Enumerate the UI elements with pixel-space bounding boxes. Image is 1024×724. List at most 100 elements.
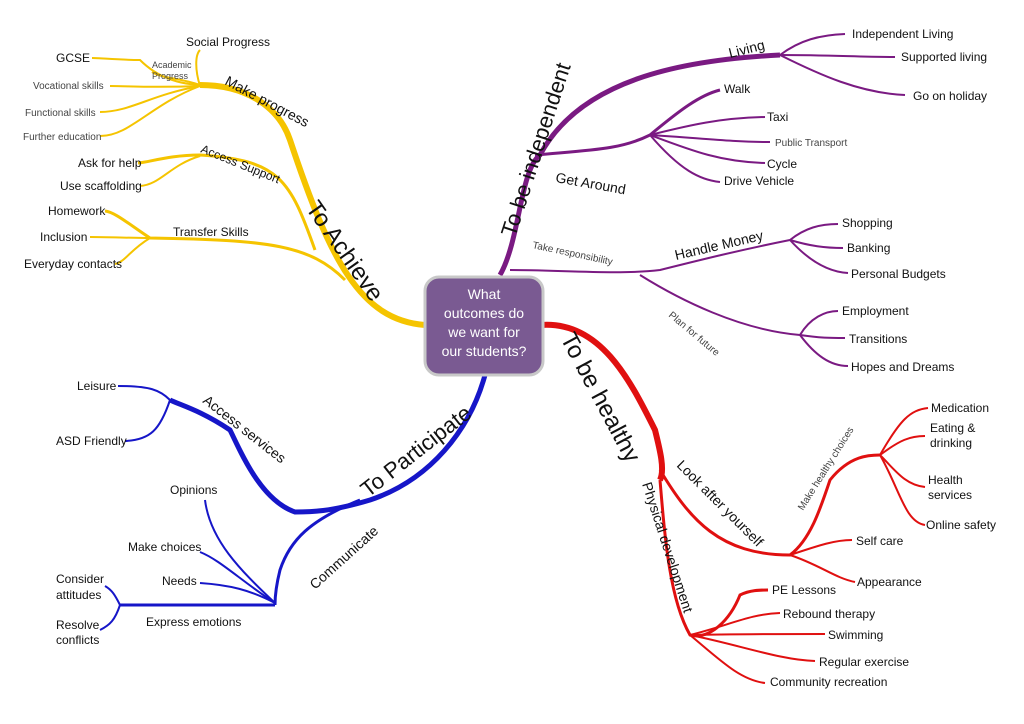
branch-line [539, 321, 666, 482]
label-eating-line-1: Eating & [930, 421, 975, 435]
center-line-4: our students? [442, 343, 527, 359]
label-transfer-skills: Transfer Skills [173, 225, 249, 239]
twig-line [789, 239, 849, 274]
label-banking: Banking [847, 241, 890, 255]
twig-line [104, 209, 347, 282]
label-asd-friendly: ASD Friendly [56, 434, 127, 448]
label-everyday-contacts: Everyday contacts [24, 257, 122, 271]
label-functional-skills: Functional skills [25, 108, 96, 119]
branch-line [497, 52, 781, 277]
label-make-progress: Make progress [223, 73, 312, 131]
twig-line [273, 498, 361, 606]
twig-line [689, 633, 826, 636]
label-regular-exercise: Regular exercise [819, 655, 909, 669]
twig-line [689, 634, 816, 662]
label-make-healthy-choices: Make healthy choices [796, 425, 856, 512]
label-consider-line-2: attitudes [56, 588, 101, 602]
label-self-care: Self care [856, 534, 904, 548]
label-pe-lessons: PE Lessons [772, 583, 836, 597]
label-to-participate: To Participate [356, 400, 476, 502]
twig-line [779, 54, 906, 96]
label-look-after-yourself: Look after yourself [674, 457, 767, 550]
label-appearance: Appearance [857, 575, 922, 589]
label-ask-for-help: Ask for help [78, 156, 142, 170]
twig-line [91, 57, 206, 86]
label-employment: Employment [842, 304, 909, 318]
label-walk: Walk [724, 82, 751, 96]
twig-line [99, 85, 201, 113]
label-needs: Needs [162, 574, 197, 588]
label-transitions: Transitions [849, 332, 907, 346]
label-academic-line-1: Academic [152, 60, 192, 70]
twig-line [689, 634, 766, 684]
label-supported-living: Supported living [901, 50, 987, 64]
label-swimming: Swimming [828, 628, 883, 642]
label-eating-line-2: drinking [930, 436, 972, 450]
center-line-2: outcomes do [444, 305, 524, 321]
branch-to-be-independent [497, 33, 906, 367]
label-leisure: Leisure [77, 379, 117, 393]
twig-line [137, 153, 317, 251]
twig-line [658, 453, 881, 557]
label-communicate: Communicate [306, 522, 381, 592]
label-taxi: Taxi [767, 110, 788, 124]
label-consider-line-1: Consider [56, 572, 104, 586]
twig-line [879, 435, 926, 456]
twig-line [109, 85, 201, 88]
label-academic-line-2: Progress [152, 71, 189, 81]
twig-line [789, 239, 844, 249]
label-physical-development: Physical development [639, 480, 696, 615]
label-express-emotions: Express emotions [146, 615, 241, 629]
twig-line [199, 551, 276, 604]
label-further-education: Further education [23, 132, 101, 143]
twig-line [199, 582, 276, 604]
label-to-achieve: To Achieve [300, 196, 389, 307]
twig-line [779, 54, 896, 58]
twig-line [799, 334, 846, 339]
label-to-be-independent: To be independent [496, 60, 576, 240]
twig-line [879, 407, 929, 456]
twig-line [151, 71, 201, 86]
twig-line [204, 499, 276, 604]
label-make-choices: Make choices [128, 540, 201, 554]
label-homework: Homework [48, 204, 106, 218]
twig-line [649, 134, 721, 183]
label-community-recreation: Community recreation [770, 675, 887, 689]
twig-line [195, 49, 201, 87]
label-access-support: Access Support [199, 142, 283, 187]
label-personal-budgets: Personal Budgets [851, 267, 946, 281]
label-plan-for-future: Plan for future [666, 310, 722, 359]
twig-line [509, 239, 791, 274]
label-shopping: Shopping [842, 216, 893, 230]
center-line-1: What [468, 286, 501, 302]
label-handle-money: Handle Money [673, 227, 765, 263]
label-medication: Medication [931, 401, 989, 415]
label-rebound-therapy: Rebound therapy [783, 607, 875, 621]
label-take-responsibility: Take responsibility [531, 240, 613, 268]
label-social-progress: Social Progress [186, 35, 270, 49]
twig-line [649, 134, 771, 143]
twig-line [139, 155, 201, 187]
label-opinions: Opinions [170, 483, 217, 497]
twig-line [534, 88, 721, 157]
twig-line [799, 334, 849, 367]
twig-line [99, 604, 121, 631]
label-online-safety: Online safety [926, 518, 996, 532]
label-inclusion: Inclusion [40, 230, 87, 244]
label-get-around: Get Around [554, 169, 627, 197]
label-resolve-line-1: Resolve [56, 618, 100, 632]
twig-line [639, 274, 801, 336]
branch-to-be-healthy [539, 321, 929, 684]
label-independent-living: Independent Living [852, 27, 953, 41]
twig-line [124, 399, 171, 442]
twig-line [789, 554, 856, 583]
branch-line [199, 82, 426, 328]
label-gcse: GCSE [56, 51, 90, 65]
label-go-on-holiday: Go on holiday [913, 89, 987, 103]
twig-line [89, 236, 151, 239]
twig-line [649, 134, 766, 164]
label-drive-vehicle: Drive Vehicle [724, 174, 794, 188]
twig-line [789, 539, 853, 556]
label-cycle: Cycle [767, 157, 797, 171]
